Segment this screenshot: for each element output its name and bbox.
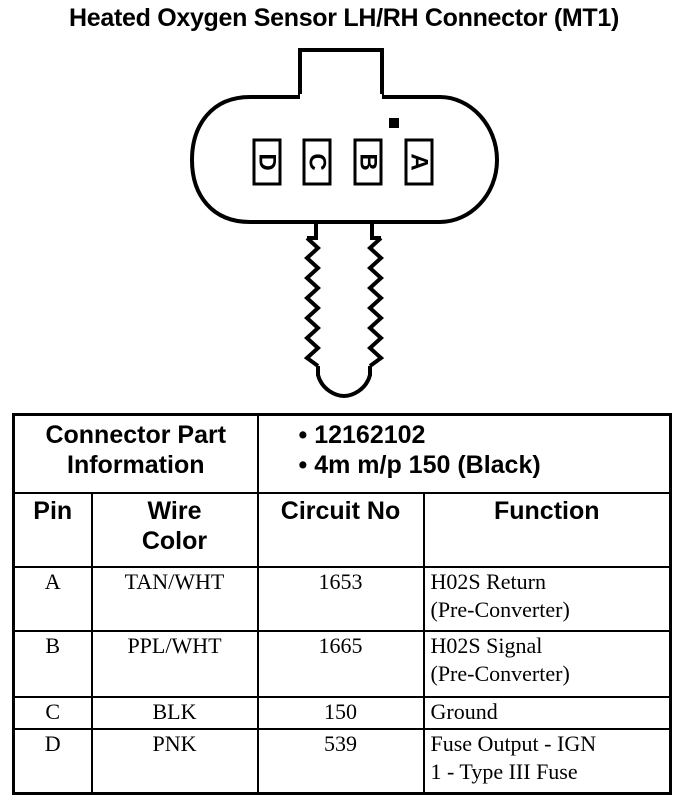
part-info-row: Connector Part Information • 12162102 • … [12,413,672,494]
pin-c-label: C [304,153,331,170]
pin-cell: D [12,728,93,794]
pin-cell: B [12,630,93,698]
circuit-cell: 539 [256,728,425,794]
stem-right-edge [367,236,385,368]
stem-tip [316,366,372,399]
part-info-label-line-1: Connector Part [45,421,227,449]
function-cell: H02S Signal (Pre-Converter) [422,630,672,698]
pin-b-label: B [355,153,382,170]
wire-color-cell: PNK [90,728,259,794]
stem-left-edge [303,236,321,368]
function-cell: Ground [422,696,672,730]
part-numbers: • 12162102 • 4m m/p 150 (Black) [256,413,672,494]
header-pin: Pin [12,492,93,568]
pin-c: C [302,138,332,186]
part-number-2: • 4m m/p 150 (Black) [298,451,541,479]
pin-a: A [404,138,434,186]
header-function: Function [422,492,672,568]
table-row: A TAN/WHT 1653 H02S Return (Pre-Converte… [12,566,672,632]
function-line: (Pre-Converter) [430,661,570,686]
function-line: H02S Signal [430,633,543,658]
pin-a-label: A [406,153,433,170]
function-line: (Pre-Converter) [430,597,570,622]
pin-cell: C [12,696,93,730]
page-title: Heated Oxygen Sensor LH/RH Connector (MT… [69,4,619,32]
header-circuit-no: Circuit No [256,492,425,568]
wire-color-cell: PPL/WHT [90,630,259,698]
wire-color-cell: TAN/WHT [90,566,259,632]
pin-b: B [353,138,383,186]
circuit-cell: 150 [256,696,425,730]
table-row: D PNK 539 Fuse Output - IGN 1 - Type III… [12,728,672,794]
pin-a-marker [389,118,399,128]
table-row: C BLK 150 Ground [12,696,672,730]
pin-cell: A [12,566,93,632]
header-wire-color-line-2: Color [141,527,208,555]
wire-color-cell: BLK [90,696,259,730]
part-info-label-line-2: Information [67,451,205,479]
table-row: B PPL/WHT 1665 H02S Signal (Pre-Converte… [12,630,672,698]
connector-top-tab [298,48,384,97]
part-number-1: • 12162102 [298,421,426,449]
function-cell: Fuse Output - IGN 1 - Type III Fuse [422,728,672,794]
function-line: 1 - Type III Fuse [430,759,578,784]
connector-info-table: Connector Part Information • 12162102 • … [12,413,672,795]
header-wire-color: Wire Color [90,492,259,568]
header-wire-color-line-1: Wire [147,497,202,525]
function-cell: H02S Return (Pre-Converter) [422,566,672,632]
function-line: Fuse Output - IGN [430,731,597,756]
part-info-label: Connector Part Information [12,413,259,494]
function-line: Ground [430,699,498,724]
circuit-cell: 1653 [256,566,425,632]
function-line: H02S Return [430,569,547,594]
pin-d: D [252,138,282,186]
pin-d-label: D [254,153,281,170]
column-header-row: Pin Wire Color Circuit No Function [12,492,672,568]
connector-body [189,95,500,224]
circuit-cell: 1665 [256,630,425,698]
connector-diagram: D C B A [189,48,500,399]
